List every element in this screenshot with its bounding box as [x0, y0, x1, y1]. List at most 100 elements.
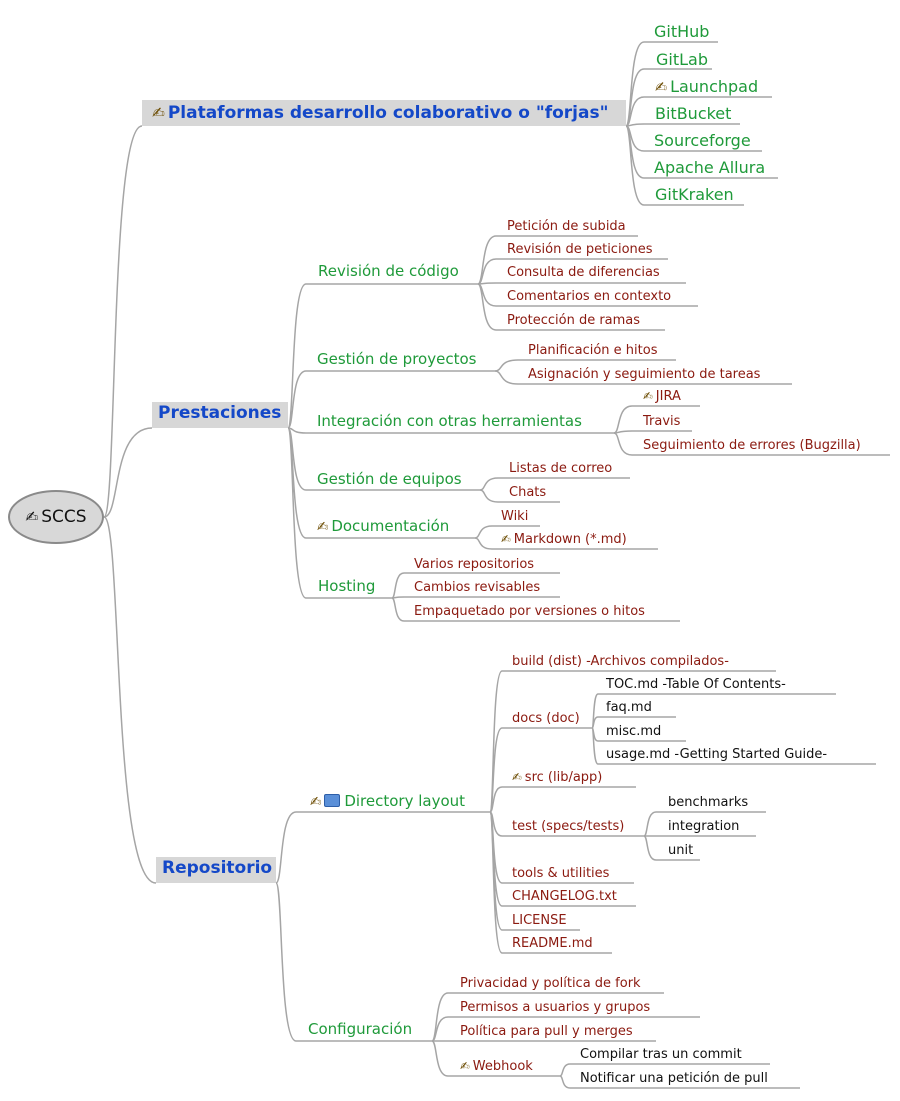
- connector: [275, 882, 297, 1042]
- revision-item[interactable]: Protección de ramas: [507, 313, 641, 328]
- directory-item[interactable]: CHANGELOG.txt: [512, 889, 617, 904]
- connector: [489, 727, 503, 813]
- configuracion-item[interactable]: Permisos a usuarios y grupos: [460, 1000, 651, 1015]
- connector: [613, 405, 633, 434]
- connector: [275, 811, 297, 884]
- connector: [479, 489, 499, 503]
- configuracion-item[interactable]: Privacidad y política de fork: [460, 976, 641, 991]
- revision-item[interactable]: Revisión de peticiones: [507, 242, 653, 257]
- connector: [431, 1016, 449, 1042]
- gestion-proyectos-item[interactable]: Asignación y seguimiento de tareas: [528, 367, 761, 382]
- connector: [287, 427, 307, 599]
- pencil-icon: ✍: [460, 1059, 470, 1073]
- pencil-icon: ✍: [310, 794, 322, 810]
- test-item[interactable]: benchmarks: [668, 795, 749, 810]
- gestion-proyectos-item[interactable]: Planificación e hitos: [528, 343, 658, 358]
- connector: [477, 283, 497, 331]
- connector: [474, 525, 493, 539]
- platform-item[interactable]: BitBucket: [655, 104, 732, 123]
- directory-item[interactable]: build (dist) -Archivos compilados-: [512, 654, 729, 669]
- gestion-equipos-node[interactable]: Gestión de equipos: [317, 470, 462, 488]
- documentacion-item[interactable]: ✍Markdown (*.md): [501, 533, 627, 546]
- test-item[interactable]: unit: [668, 843, 694, 858]
- root-node[interactable]: ✍ SCCS: [8, 490, 104, 544]
- integracion-item[interactable]: ✍JIRA: [643, 390, 681, 403]
- prestaciones-node[interactable]: [152, 402, 288, 428]
- connector: [643, 835, 657, 861]
- gestion-proyectos-node[interactable]: Gestión de proyectos: [317, 350, 477, 368]
- integracion-node[interactable]: Integración con otras herramientas: [317, 412, 582, 430]
- docs-node[interactable]: docs (doc): [512, 711, 580, 726]
- webhook-node[interactable]: ✍Webhook: [460, 1060, 533, 1073]
- hosting-item[interactable]: Cambios revisables: [414, 580, 541, 595]
- connector: [559, 1075, 571, 1089]
- webhook-item[interactable]: Notificar una petición de pull: [580, 1071, 768, 1086]
- pencil-icon: ✍: [501, 532, 511, 546]
- hosting-item[interactable]: Empaquetado por versiones o hitos: [414, 604, 645, 619]
- directory-layout-node[interactable]: ✍ Directory layout: [310, 794, 465, 810]
- webhook-item[interactable]: Compilar tras un commit: [580, 1047, 742, 1062]
- platform-item[interactable]: GitKraken: [655, 185, 734, 204]
- connector: [559, 1063, 571, 1077]
- docs-item[interactable]: usage.md -Getting Started Guide-: [606, 747, 828, 762]
- revision-item[interactable]: Comentarios en contexto: [507, 289, 672, 304]
- plataformas-node[interactable]: [142, 100, 626, 126]
- platform-item[interactable]: Sourceforge: [654, 131, 751, 150]
- directory-layout-label: Directory layout: [344, 792, 466, 810]
- connector: [625, 41, 645, 127]
- pencil-icon: ✍: [512, 770, 522, 784]
- pencil-icon: ✍: [655, 80, 668, 96]
- docs-item[interactable]: misc.md: [606, 724, 662, 739]
- directory-item[interactable]: LICENSE: [512, 913, 567, 928]
- pencil-icon: ✍: [25, 508, 39, 526]
- test-item[interactable]: integration: [668, 819, 740, 834]
- revision-codigo-node[interactable]: Revisión de código: [318, 262, 459, 280]
- repositorio-node[interactable]: [156, 857, 276, 883]
- configuracion-item[interactable]: Política para pull y merges: [460, 1024, 633, 1039]
- revision-item[interactable]: Consulta de diferencias: [507, 265, 660, 280]
- directory-item[interactable]: ✍src (lib/app): [512, 771, 602, 784]
- repositorio-title: Repositorio: [162, 858, 273, 878]
- connector: [479, 477, 499, 491]
- documentacion-item-label: Markdown (*.md): [513, 532, 627, 547]
- connector: [625, 125, 645, 206]
- docs-item[interactable]: faq.md: [606, 700, 652, 715]
- connector: [477, 282, 497, 285]
- connector: [287, 283, 307, 429]
- connector: [613, 432, 633, 456]
- gestion-equipos-item[interactable]: Listas de correo: [509, 461, 613, 476]
- integracion-item[interactable]: Seguimiento de errores (Bugzilla): [643, 438, 861, 453]
- platform-item[interactable]: GitHub: [654, 22, 710, 41]
- connector: [103, 427, 153, 518]
- connector: [103, 516, 157, 884]
- connector: [431, 1040, 449, 1077]
- hosting-node[interactable]: Hosting: [318, 577, 376, 595]
- directory-item[interactable]: README.md: [512, 936, 593, 951]
- platform-item[interactable]: Apache Allura: [654, 158, 766, 177]
- documentacion-node[interactable]: ✍Documentación: [317, 519, 449, 535]
- root-label: SCCS: [41, 507, 87, 527]
- revision-item[interactable]: Petición de subida: [507, 219, 626, 234]
- test-node[interactable]: test (specs/tests): [512, 819, 625, 834]
- integracion-item[interactable]: Travis: [643, 414, 681, 429]
- configuracion-node[interactable]: Configuración: [308, 1020, 413, 1038]
- plataformas-title: ✍Plataformas desarrollo colaborativo o "…: [152, 105, 608, 122]
- connector: [391, 597, 405, 622]
- platform-item-label: Launchpad: [670, 77, 759, 96]
- directory-item[interactable]: tools & utilities: [512, 866, 610, 881]
- platform-item[interactable]: GitLab: [656, 50, 708, 69]
- documentacion-item[interactable]: Wiki: [501, 509, 529, 524]
- connector: [591, 727, 599, 765]
- hosting-item[interactable]: Varios repositorios: [414, 557, 535, 572]
- connector: [391, 572, 405, 599]
- connector: [489, 811, 503, 954]
- docs-item[interactable]: TOC.md -Table Of Contents-: [606, 677, 786, 692]
- connector: [643, 811, 657, 837]
- folder-icon: [324, 794, 341, 807]
- plataformas-title-text: Plataformas desarrollo colaborativo o "f…: [167, 103, 609, 123]
- connector: [103, 125, 143, 518]
- platform-item[interactable]: ✍Launchpad: [655, 77, 759, 96]
- gestion-equipos-item[interactable]: Chats: [509, 485, 547, 500]
